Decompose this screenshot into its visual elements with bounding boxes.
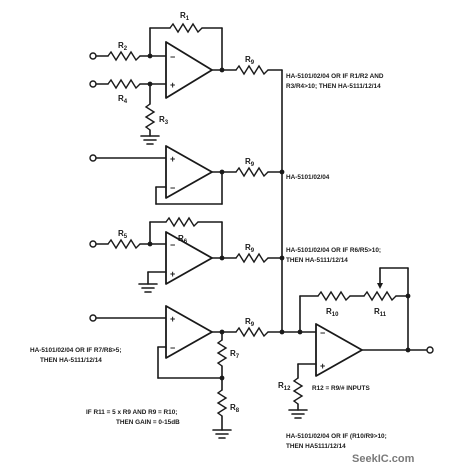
op-amp-2: [165, 145, 213, 199]
wiper-arrow-icon: [377, 283, 383, 289]
ground-symbol-1: [140, 135, 160, 145]
label-r1: R1: [180, 11, 190, 22]
stage2-input-terminal[interactable]: [89, 154, 97, 162]
resistor-r1: [169, 22, 203, 34]
note-stage1-line1: HA-5101/02/04 OR IF R1/R2 AND: [286, 73, 384, 80]
resistor-r9-stage1: [235, 64, 269, 76]
op-amp-1-noninverting-pin: +: [170, 80, 175, 90]
stage4-noninverting-amplifier: + −: [89, 305, 301, 439]
mixer-output-terminal[interactable]: [426, 346, 434, 354]
ground-symbol-4: [288, 409, 308, 419]
resistor-r8: [216, 389, 228, 417]
op-amp-5: [315, 323, 363, 377]
label-r9-stage1: R9: [245, 55, 255, 66]
note-output-line1: HA-5101/02/04 OR IF (R10/R9>10;: [286, 433, 387, 440]
stage4-input-terminal[interactable]: [89, 314, 97, 322]
label-r7: R7: [230, 349, 240, 360]
label-r10: R10: [326, 307, 339, 318]
label-r9-stage3: R9: [245, 243, 255, 254]
note-gain-line2: THEN GAIN = 0-15dB: [116, 419, 180, 426]
note-stage3-line2: THEN HA-5111/12/14: [286, 257, 348, 264]
label-r8: R8: [230, 403, 240, 414]
resistor-r9-stage4: [235, 326, 269, 338]
label-r2: R2: [118, 41, 128, 52]
resistor-r9-stage2: [235, 166, 269, 178]
note-output-line2: THEN HA5111/12/14: [286, 443, 346, 450]
label-r5: R5: [118, 229, 128, 240]
op-amp-5-inverting-pin: −: [320, 328, 325, 338]
op-amp-2-noninverting-pin: +: [170, 154, 175, 164]
label-r9-stage4: R9: [245, 317, 255, 328]
label-r12: R12: [278, 381, 291, 392]
resistor-r9-stage3: [235, 252, 269, 264]
label-r3: R3: [159, 115, 169, 126]
op-amp-3-noninverting-pin: +: [170, 269, 175, 279]
stage1-input-a-terminal[interactable]: [89, 52, 97, 60]
stage1-input-b-terminal[interactable]: [89, 80, 97, 88]
op-amp-4: [165, 305, 213, 359]
resistor-r12: [292, 377, 304, 405]
op-amp-3-inverting-pin: −: [170, 240, 175, 250]
note-stage2: HA-5101/02/04: [286, 174, 330, 181]
op-amp-2-inverting-pin: −: [170, 183, 175, 193]
resistor-r2: [107, 50, 141, 62]
label-r9-stage2: R9: [245, 157, 255, 168]
resistor-r4: [107, 78, 141, 90]
stage2-buffer-amplifier: + −: [89, 145, 283, 205]
note-stage4-line1: HA-5101/02/04 OR IF R7/R8>5;: [30, 347, 121, 354]
design-notes: HA-5101/02/04 OR IF R1/R2 AND R3/R4>10; …: [30, 73, 387, 450]
note-stage3-line1: HA-5101/02/04 OR IF R6/R5>10;: [286, 247, 381, 254]
op-amp-4-inverting-pin: −: [170, 343, 175, 353]
op-amp-1: [165, 41, 213, 99]
note-r12-equation: R12 = R9/# INPUTS: [312, 385, 370, 392]
resistor-r11-potentiometer: [363, 290, 397, 302]
stage3-input-terminal[interactable]: [89, 240, 97, 248]
op-amp-5-noninverting-pin: +: [320, 361, 325, 371]
label-r11: R11: [374, 307, 387, 318]
resistor-r10: [317, 290, 351, 302]
ground-symbol-3: [212, 429, 232, 439]
output-summing-amplifier: − +: [288, 267, 434, 419]
op-amp-3: [165, 231, 213, 285]
note-stage4-line2: THEN HA-5111/12/14: [40, 357, 102, 364]
resistor-r3: [144, 103, 156, 131]
component-labels: R1 R2 R4 R3 R9 R9 R5 R6 R9 R9 R7 R8 R10 …: [118, 11, 387, 414]
ground-symbol-2: [138, 283, 158, 293]
resistor-r5: [107, 238, 141, 250]
stage1-differential-amplifier: − +: [89, 22, 283, 145]
op-amp-4-noninverting-pin: +: [170, 314, 175, 324]
resistor-r6: [165, 216, 199, 228]
label-r6: R6: [178, 234, 188, 245]
note-stage1-line2: R3/R4>10; THEN HA-5111/12/14: [286, 83, 381, 90]
watermark: SeekIC.com: [352, 453, 415, 465]
note-gain-line1: IF R11 = 5 x R9 AND R9 = R10;: [86, 409, 177, 416]
op-amp-1-inverting-pin: −: [170, 52, 175, 62]
stage3-inverting-amplifier: − +: [89, 216, 283, 293]
resistor-r7: [216, 339, 228, 367]
label-r4: R4: [118, 94, 128, 105]
